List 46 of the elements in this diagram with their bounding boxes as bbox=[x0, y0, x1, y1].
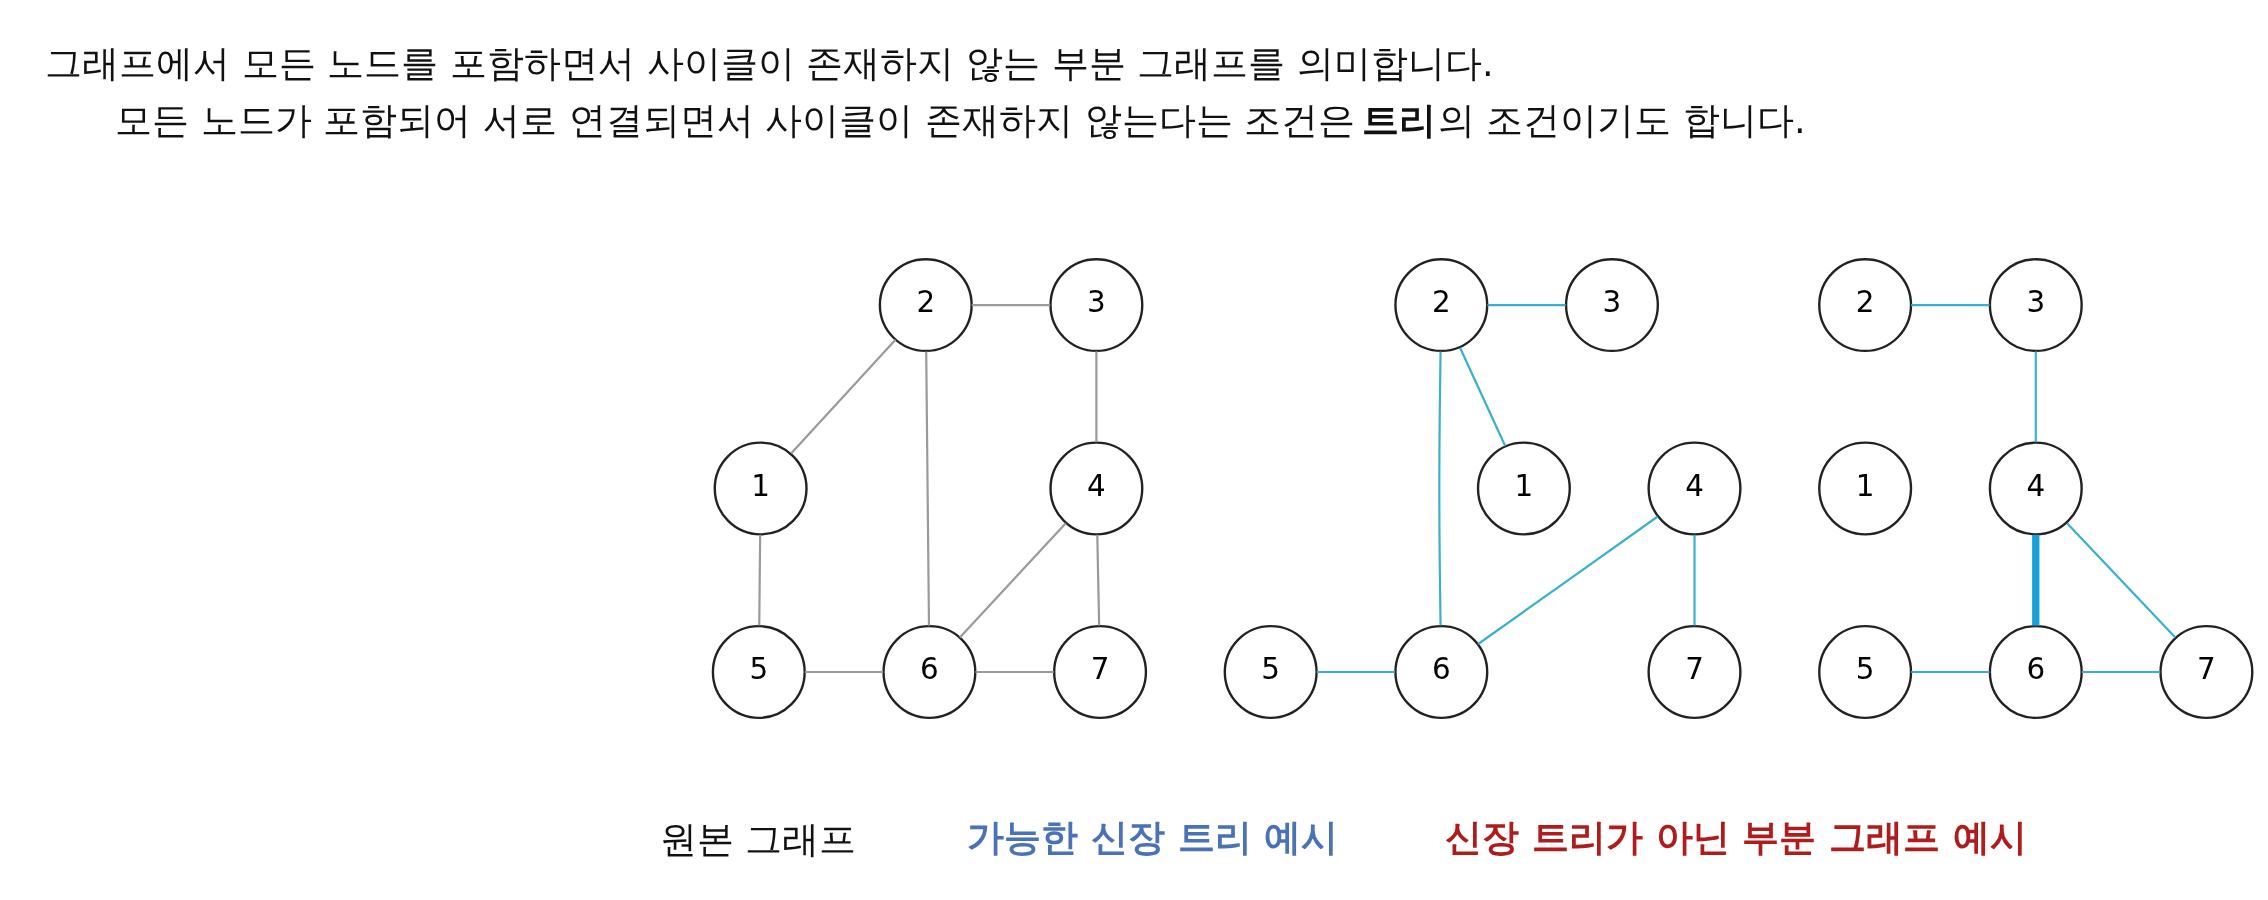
connector bbox=[790, 339, 897, 455]
connector bbox=[1487, 303, 1566, 307]
node-circle: 1 bbox=[1818, 441, 1913, 536]
connector bbox=[925, 351, 931, 626]
node-circle: 3 bbox=[1564, 258, 1659, 353]
node-circle: 2 bbox=[878, 258, 973, 353]
node-circle: 3 bbox=[1049, 258, 1144, 353]
connector bbox=[1477, 515, 1659, 645]
connector bbox=[971, 303, 1051, 307]
node-circle: 3 bbox=[1988, 258, 2083, 353]
connector bbox=[1095, 351, 1098, 443]
connector bbox=[1096, 534, 1101, 626]
node-circle: 5 bbox=[711, 624, 806, 720]
connector bbox=[758, 534, 762, 626]
connector bbox=[1459, 347, 1507, 447]
label: 원본 그래프 bbox=[659, 817, 857, 861]
node-circle: 4 bbox=[1647, 441, 1742, 536]
node-circle: 1 bbox=[713, 441, 808, 536]
node-circle: 6 bbox=[1394, 624, 1489, 720]
node-circle: 2 bbox=[1818, 258, 1913, 353]
label: 그래프에서 모든 노드를 포함하면서 사이클이 존재하지 않는 부분 그래프를 의미합니다. bbox=[45, 41, 1494, 85]
node-circle: 6 bbox=[1988, 624, 2083, 720]
connector bbox=[1316, 670, 1396, 674]
node-circle: 5 bbox=[1818, 624, 1913, 720]
connector bbox=[1693, 534, 1696, 626]
node-circle: 7 bbox=[1647, 624, 1742, 720]
label: 가능한 신장 트리 예시 bbox=[967, 815, 1339, 859]
connector bbox=[975, 670, 1054, 674]
node-circle: 4 bbox=[1988, 441, 2083, 536]
connector bbox=[2034, 351, 2037, 443]
node-circle: 7 bbox=[2159, 624, 2254, 720]
node-circle: 4 bbox=[1049, 441, 1144, 536]
label: 모든 노드가 포함되어 서로 연결되면서 사이클이 존재하지 않는다는 조건은 트리의 조건이기도 합니다. bbox=[115, 98, 1806, 142]
connector bbox=[959, 522, 1067, 639]
connector bbox=[2066, 522, 2177, 639]
connector bbox=[1438, 351, 1442, 626]
connector bbox=[804, 670, 884, 674]
node-circle: 1 bbox=[1476, 441, 1571, 536]
connector bbox=[2081, 670, 2161, 674]
label: 신장 트리가 아닌 부분 그래프 예시 bbox=[1444, 815, 2027, 859]
connector bbox=[1911, 670, 1990, 674]
node-circle: 5 bbox=[1223, 624, 1318, 720]
node-circle: 2 bbox=[1394, 258, 1489, 353]
node-circle: 6 bbox=[882, 624, 977, 720]
connector bbox=[1911, 303, 1990, 307]
node-circle: 7 bbox=[1053, 624, 1148, 720]
